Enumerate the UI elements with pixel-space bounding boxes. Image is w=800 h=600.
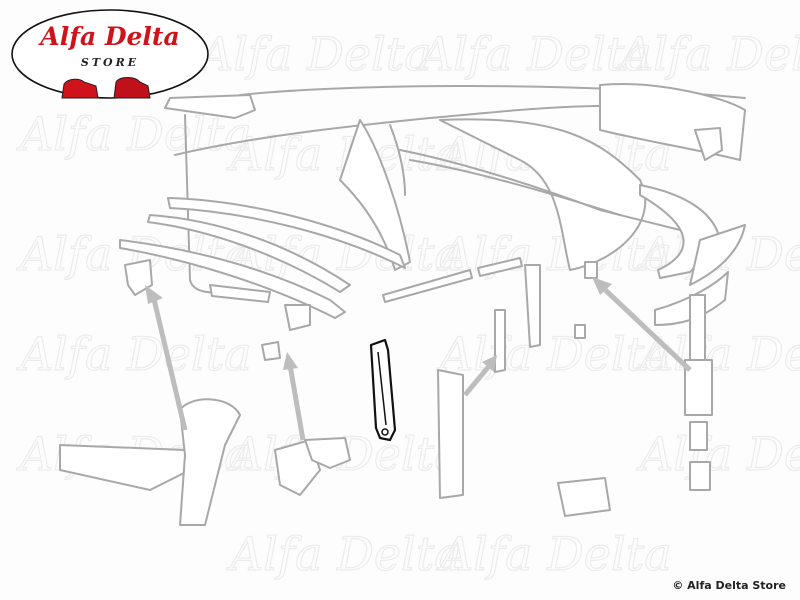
side-rails [119, 184, 746, 326]
svg-text:Alfa Delta: Alfa Delta [226, 527, 462, 581]
svg-text:Alfa Delta: Alfa Delta [436, 527, 672, 581]
svg-text:Alfa Delta: Alfa Delta [416, 27, 652, 81]
soft-top-frame [164, 83, 746, 294]
svg-text:Alfa Delta: Alfa Delta [16, 327, 252, 381]
svg-text:Alfa Delta: Alfa Delta [636, 327, 800, 381]
logo-title: Alfa Delta [40, 22, 180, 51]
logo-subtitle: STORE [80, 56, 140, 69]
copyright-notice: © Alfa Delta Store [672, 579, 786, 592]
svg-text:Alfa Delta: Alfa Delta [436, 327, 672, 381]
svg-text:Alfa Delta: Alfa Delta [196, 27, 432, 81]
car-icons [61, 77, 151, 99]
svg-text:Alfa Delta: Alfa Delta [636, 427, 800, 481]
small-parts [59, 259, 713, 526]
svg-text:Alfa Delta: Alfa Delta [616, 27, 800, 81]
store-logo[interactable]: Alfa Delta STORE [10, 8, 210, 100]
selected-part-soft-top-strap[interactable] [369, 338, 397, 442]
pointer-arrows [145, 277, 692, 441]
logo-ellipse [11, 9, 209, 99]
